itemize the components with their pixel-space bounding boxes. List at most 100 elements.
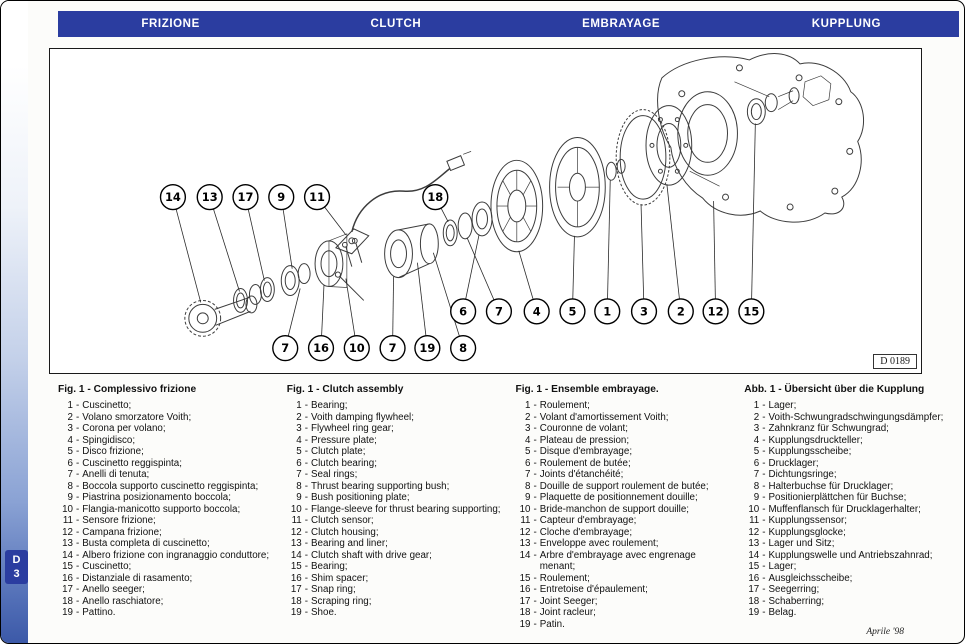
callout-14: 14 <box>159 183 187 211</box>
parts-item: 7-Dichtungsringe; <box>753 469 837 480</box>
callout-16: 16 <box>307 335 335 362</box>
svg-text:14: 14 <box>165 190 181 204</box>
parts-item: 12-Clutch housing; <box>290 526 379 538</box>
parts-column-title: Abb. 1 - Übersicht über die Kupplung <box>744 384 925 395</box>
callout-1: 1 <box>594 298 621 325</box>
parts-item: 11-Sensore frizione; <box>62 515 156 526</box>
parts-item: 7-Seal rings; <box>296 469 358 480</box>
svg-text:6: 6 <box>459 304 467 318</box>
leader-lines <box>172 123 756 349</box>
parts-item: 15-Cuscinetto; <box>62 561 132 572</box>
parts-item: 1-Roulement; <box>525 400 590 411</box>
parts-item: 15-Lager; <box>748 561 797 572</box>
parts-item: 2-Volano smorzatore Voith; <box>67 411 192 423</box>
callout-15: 15 <box>738 298 765 325</box>
parts-column-fr: Fig. 1 - Ensemble embrayage. 1-Roulement;… <box>516 384 731 630</box>
svg-text:18: 18 <box>427 190 443 204</box>
parts-column-title: Fig. 1 - Complessivo frizione <box>58 384 197 395</box>
parts-item: 13-Bearing and liner; <box>290 538 388 549</box>
svg-text:19: 19 <box>419 341 435 355</box>
parts-item: 14-Kupplungswelle und Antriebszahnrad; <box>748 549 933 561</box>
parts-item: 14-Albero frizione con ingranaggio condu… <box>62 549 270 561</box>
svg-text:7: 7 <box>281 341 289 355</box>
callout-7: 7 <box>485 298 513 325</box>
callout-6: 6 <box>450 298 477 325</box>
callout-8: 8 <box>450 335 477 362</box>
parts-item: 3-Flywheel ring gear; <box>296 423 394 434</box>
footer-date: Aprile '98 <box>866 627 904 637</box>
parts-item: 14-Clutch shaft with drive gear; <box>290 549 432 561</box>
parts-item: 10-Flange-sleeve for thrust bearing supp… <box>290 503 501 515</box>
exploded-view-drawing <box>184 53 865 337</box>
parts-item: 19-Shoe. <box>290 607 337 618</box>
parts-item: 11-Clutch sensor; <box>291 515 374 526</box>
callout-11: 11 <box>303 183 331 211</box>
parts-item: 12-Kupplungsglocke; <box>748 526 846 538</box>
parts-item: 3-Corona per volano; <box>67 423 166 434</box>
parts-item: 16-Entretoise d'épaulement; <box>519 584 648 595</box>
header-title-clutch: CLUTCH <box>370 18 422 30</box>
svg-text:7: 7 <box>389 341 397 355</box>
parts-item: 17-Snap ring; <box>290 584 356 595</box>
parts-item: 16-Distanziale di rasamento; <box>62 572 193 584</box>
callout-5: 5 <box>559 298 586 325</box>
parts-item: 6-Clutch bearing; <box>296 457 377 469</box>
parts-item: 10-Flangia-manicotto supporto boccola; <box>62 503 241 515</box>
svg-text:5: 5 <box>568 304 576 318</box>
svg-text:2: 2 <box>677 304 685 318</box>
parts-column-title: Fig. 1 - Ensemble embrayage. <box>515 384 659 395</box>
parts-item: 17-Anello seeger; <box>62 584 145 595</box>
parts-item: 12-Campana frizione; <box>62 526 162 538</box>
parts-item: 14-Arbre d'embrayage avec engrenage mena… <box>519 549 696 573</box>
callout-2: 2 <box>667 298 694 325</box>
parts-item: 7-Anelli di tenuta; <box>67 469 150 480</box>
callout-12: 12 <box>702 298 729 325</box>
callout-19: 19 <box>414 335 441 362</box>
svg-text:8: 8 <box>459 341 467 355</box>
svg-text:9: 9 <box>277 190 285 204</box>
parts-item: 16-Shim spacer; <box>290 572 369 584</box>
callout-7: 7 <box>272 335 299 362</box>
section-number: 3 <box>13 568 20 580</box>
parts-item: 19-Patin. <box>519 618 565 630</box>
parts-item: 11-Capteur d'embrayage; <box>520 515 637 526</box>
callout-13: 13 <box>196 183 223 211</box>
parts-item: 18-Schaberring; <box>748 595 825 607</box>
parts-item: 8-Thrust bearing supporting bush; <box>296 480 450 492</box>
parts-item: 1-Bearing; <box>296 400 348 411</box>
parts-item: 9-Plaquette de positionnement douille; <box>525 492 698 503</box>
parts-item: 9-Positionierplättchen für Buchse; <box>753 492 907 503</box>
parts-item: 13-Enveloppe avec roulement; <box>519 538 659 549</box>
parts-item: 18-Anello raschiatore; <box>62 595 164 607</box>
parts-item: 1-Lager; <box>753 400 797 411</box>
parts-item: 5-Disco frizione; <box>67 446 144 457</box>
parts-item: 4-Kupplungsdruckteller; <box>753 434 863 446</box>
svg-text:7: 7 <box>495 304 503 318</box>
svg-text:13: 13 <box>202 190 218 204</box>
parts-item: 7-Joints d'étanchéité; <box>525 469 624 480</box>
parts-item: 4-Spingidisco; <box>67 434 136 446</box>
parts-item: 8-Halterbuchse für Drucklager; <box>753 480 894 492</box>
callout-9: 9 <box>268 183 295 211</box>
parts-item: 15-Bearing; <box>290 561 348 572</box>
parts-item: 8-Douille de support roulement de butée; <box>525 480 709 492</box>
svg-text:11: 11 <box>309 190 325 204</box>
parts-item: 8-Boccola supporto cuscinetto reggispint… <box>67 480 259 492</box>
parts-item: 9-Piastrina posizionamento boccola; <box>67 492 231 503</box>
diagram-ref-label: D 0189 <box>873 354 917 369</box>
callout-4: 4 <box>523 298 550 325</box>
parts-item: 10-Muffenflansch für Drucklagerhalter; <box>748 503 921 515</box>
parts-item: 5-Kupplungsscheibe; <box>753 446 852 457</box>
parts-item: 6-Drucklager; <box>753 457 819 469</box>
parts-item: 18-Joint racleur; <box>519 607 596 618</box>
section-letter: D <box>12 554 21 566</box>
svg-text:1: 1 <box>603 304 611 318</box>
callout-17: 17 <box>232 183 259 211</box>
